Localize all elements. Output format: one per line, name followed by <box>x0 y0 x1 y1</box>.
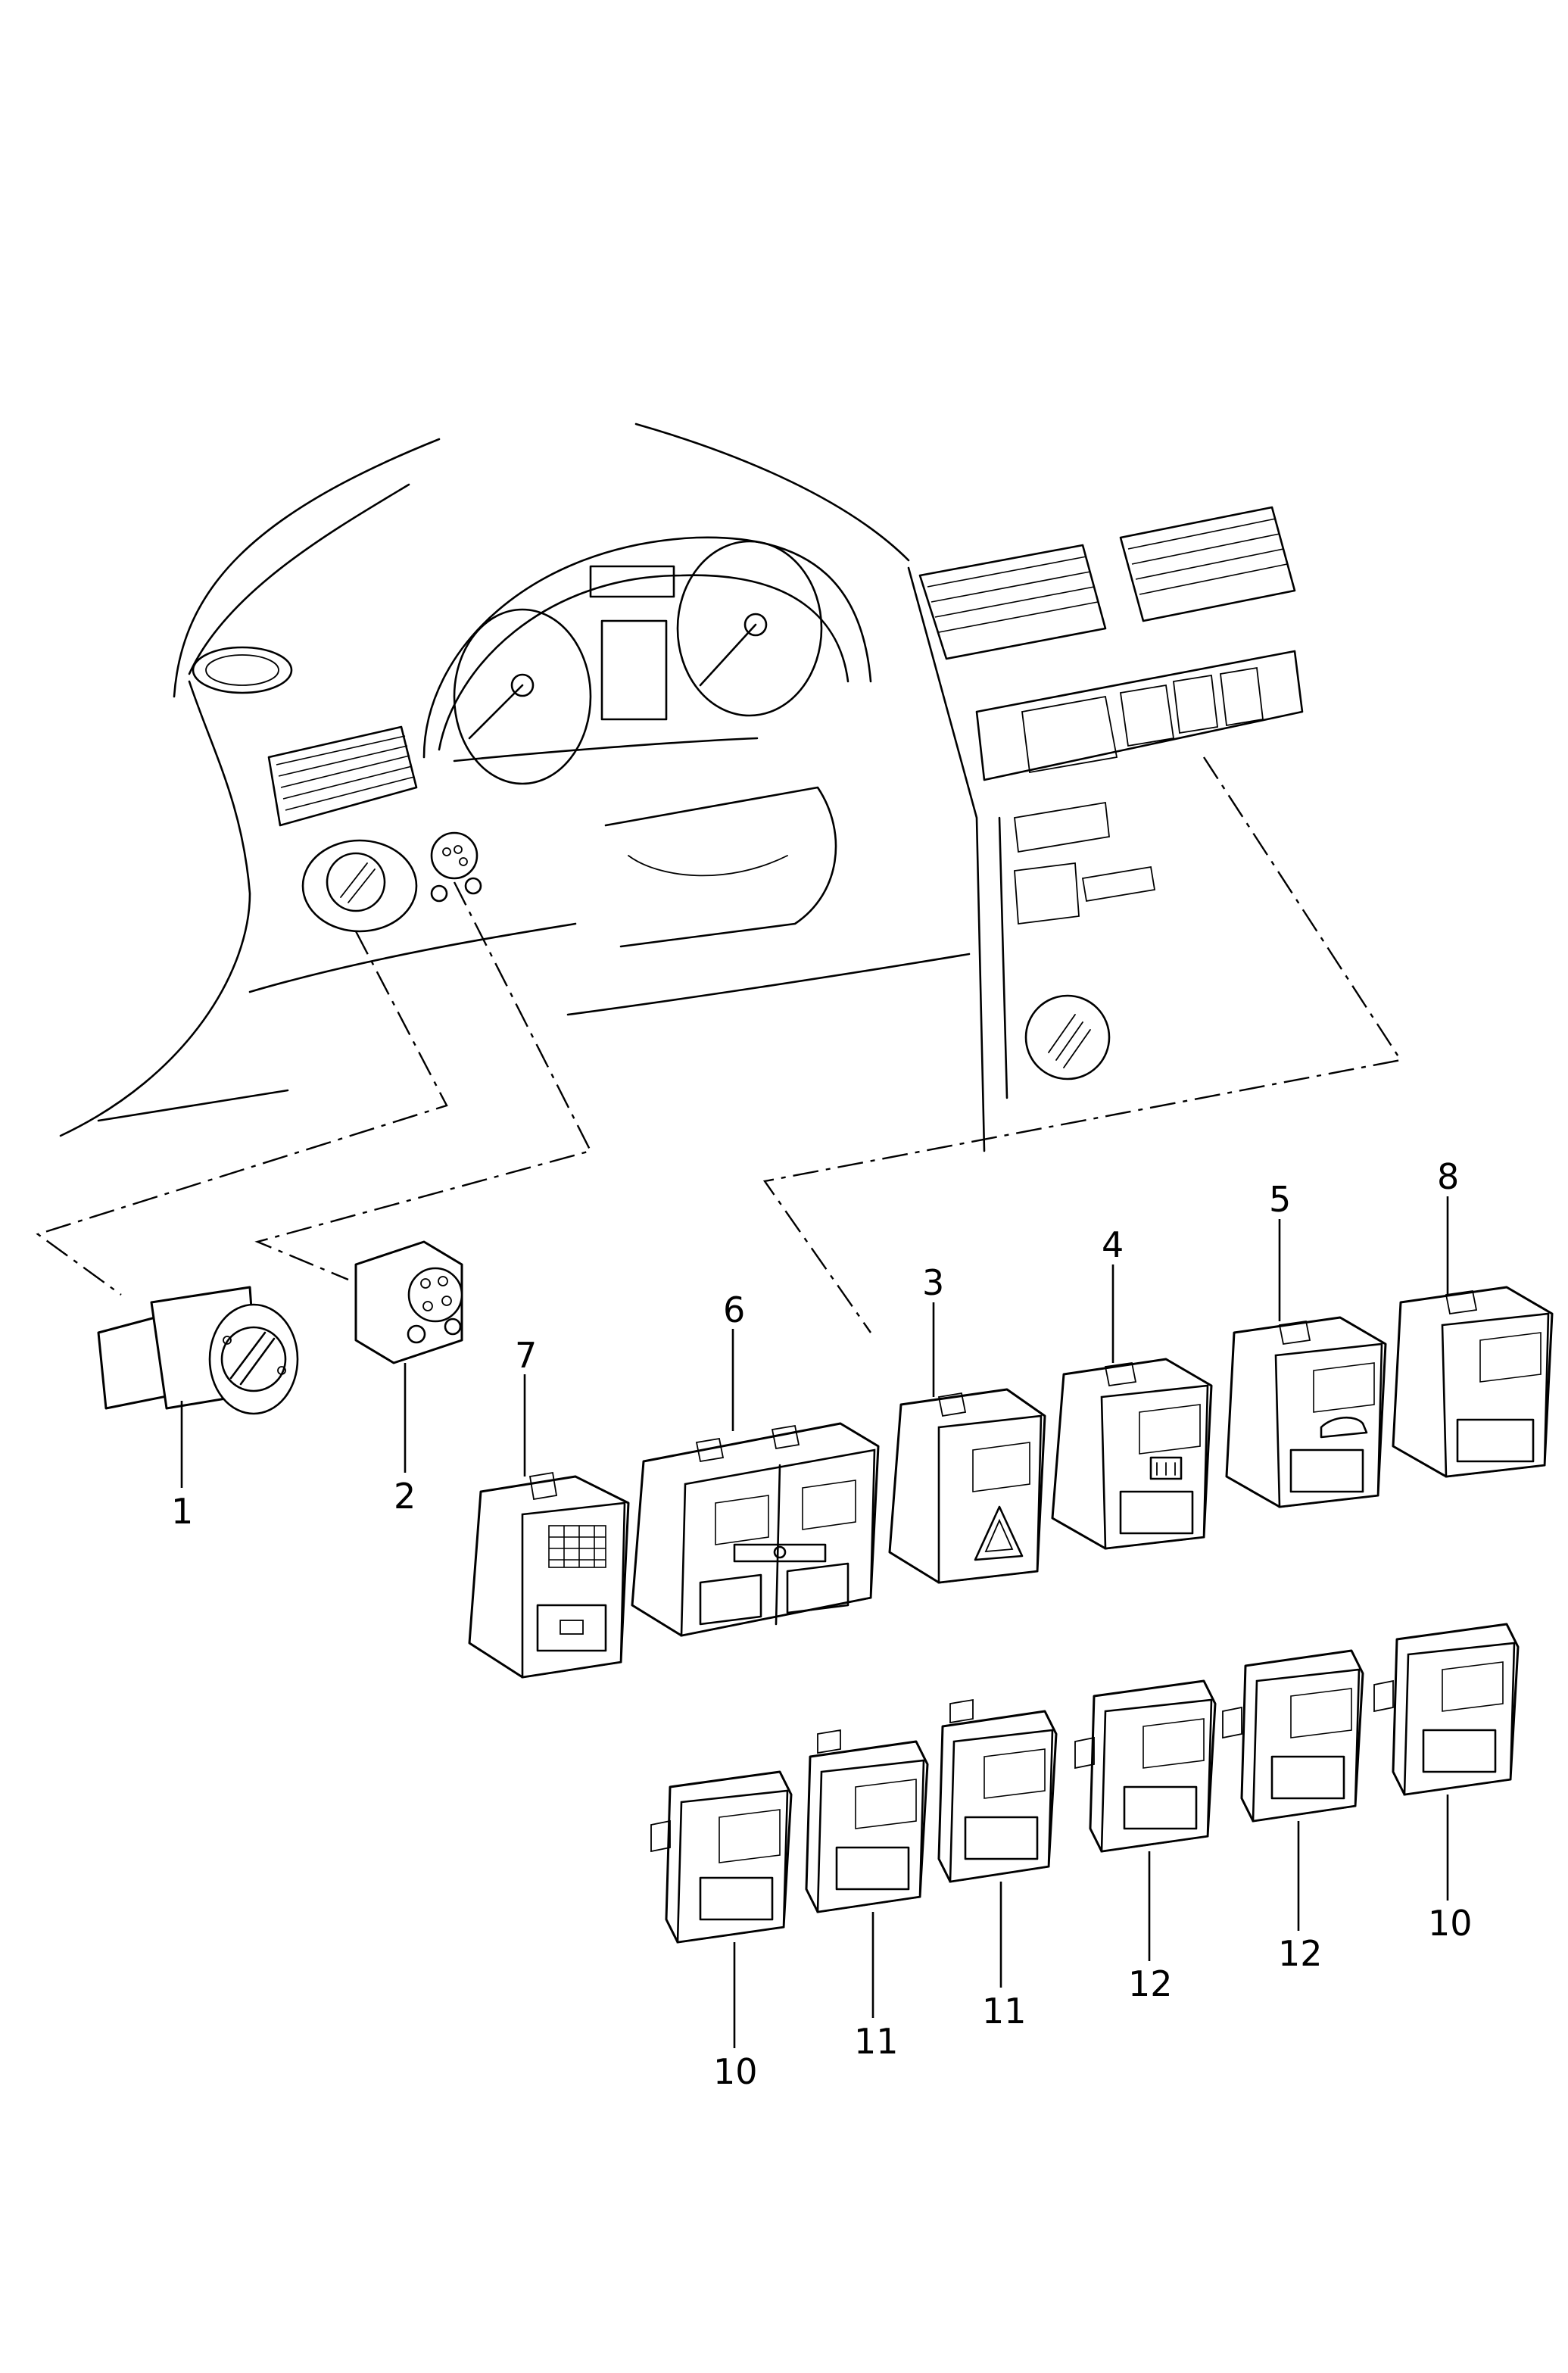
part-8-switch <box>1392 1196 1554 1478</box>
part-7-switch <box>468 1374 630 1679</box>
part-6-double-switch <box>631 1329 880 1637</box>
part-4-rear-defrost-switch <box>1051 1264 1213 1550</box>
part-label-10-left: 10 <box>713 2051 758 2092</box>
part-10-cap-left <box>650 1770 793 2048</box>
part-3-hazard-switch <box>888 1302 1046 1584</box>
part-11-cap-right <box>937 1698 1058 1988</box>
part-label-12-right: 12 <box>1278 1933 1323 1974</box>
dashboard-illustration <box>59 423 1304 1152</box>
part-5-trunk-switch <box>1225 1219 1387 1508</box>
part-2-dimmer-switch <box>354 1240 463 1473</box>
rear-defrost-icon <box>1149 1456 1183 1480</box>
part-label-8: 8 <box>1437 1156 1459 1197</box>
part-label-2: 2 <box>394 1476 416 1517</box>
trunk-icon <box>1320 1416 1368 1439</box>
leader-lines <box>36 756 1402 1333</box>
part-label-6: 6 <box>723 1289 745 1330</box>
part-label-3: 3 <box>922 1262 944 1303</box>
dimmer-switch-icon <box>407 1267 463 1344</box>
part-label-11-right: 11 <box>982 1991 1027 2032</box>
part-label-1: 1 <box>171 1491 193 1532</box>
part-1-light-switch <box>97 1286 299 1488</box>
hazard-triangle-icon <box>974 1505 1024 1561</box>
blank-switch-icon <box>536 1604 607 1652</box>
part-12-cap-left <box>1074 1679 1217 1961</box>
part-label-11-left: 11 <box>854 2021 899 2062</box>
part-label-5: 5 <box>1269 1179 1291 1220</box>
part-labels: 1 2 7 6 3 4 5 8 10 11 11 12 12 10 <box>171 1156 1473 2092</box>
part-11-cap-left <box>805 1729 929 2018</box>
light-switch-icon <box>208 1303 299 1415</box>
part-label-12-left: 12 <box>1128 1963 1173 2004</box>
part-10-cap-right <box>1373 1623 1520 1901</box>
part-label-4: 4 <box>1102 1224 1124 1265</box>
part-label-7: 7 <box>515 1335 537 1376</box>
part-label-10-right: 10 <box>1428 1903 1473 1944</box>
part-12-cap-right <box>1222 1649 1364 1931</box>
